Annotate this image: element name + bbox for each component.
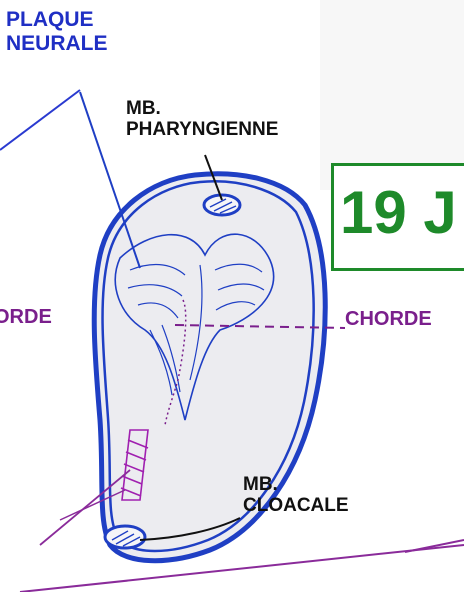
plaque-neurale-label: PLAQUE NEURALE — [6, 8, 108, 55]
day-badge: 19 J — [331, 163, 464, 271]
guide-line-bottom — [20, 545, 464, 592]
guide-line-top-left — [0, 90, 80, 150]
chorde-left-label: ORDE — [0, 306, 52, 328]
background-panel — [320, 0, 464, 190]
day-text: 19 J — [340, 178, 457, 247]
mb-cloacale-label: MB. CLOACALE — [243, 474, 349, 517]
chorde-right-label: CHORDE — [345, 308, 432, 330]
mb-pharyngienne-label: MB. PHARYNGIENNE — [126, 98, 278, 141]
